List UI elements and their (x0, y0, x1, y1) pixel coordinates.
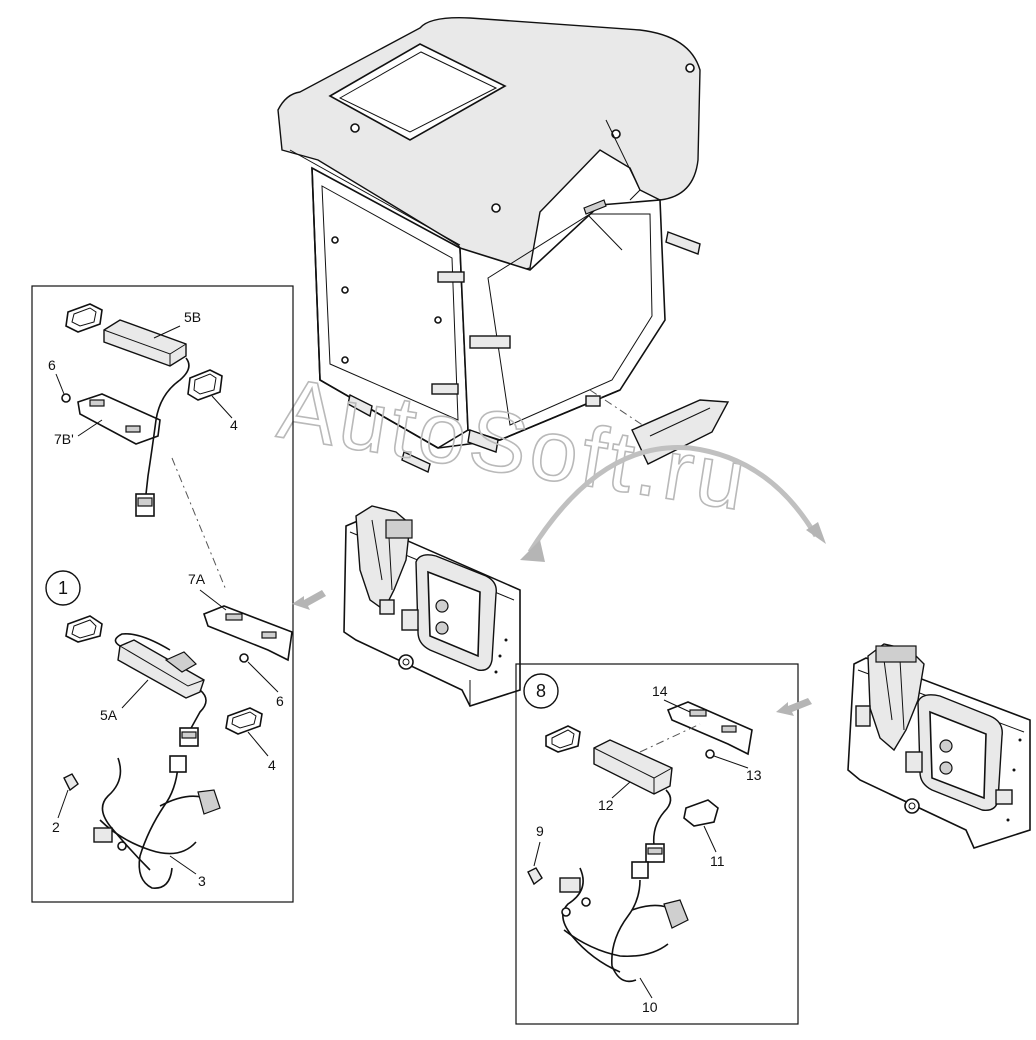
callout-12: 12 (598, 797, 614, 813)
right-panel-frame (515, 663, 799, 1025)
callout-5B: 5B (184, 309, 201, 325)
watermark-arc (527, 444, 819, 554)
callout-10: 10 (642, 999, 658, 1015)
left-panel-frame (31, 285, 294, 903)
arrow-to-right-panel (776, 698, 812, 716)
callout-6-top: 6 (48, 357, 56, 373)
callout-3: 3 (198, 873, 206, 889)
variant-circle-1-label: 1 (58, 578, 68, 598)
cab-illustration (277, 17, 730, 473)
center-control-board (343, 505, 521, 707)
callout-4-top: 4 (230, 417, 238, 433)
callout-9: 9 (536, 823, 544, 839)
variant-circle-8 (523, 673, 559, 709)
left-panel-callouts: 5B 6 7B' 4 7A 6 5A 4 2 3 (48, 309, 284, 889)
left-panel-parts: 1 (45, 303, 293, 889)
callout-13: 13 (746, 767, 762, 783)
callout-7B: 7B' (54, 431, 74, 447)
right-panel-parts: 8 (523, 673, 753, 983)
arrow-to-left-panel (292, 590, 326, 610)
callout-14: 14 (652, 683, 668, 699)
callout-6-mid: 6 (276, 693, 284, 709)
callout-2: 2 (52, 819, 60, 835)
variant-circle-1 (45, 570, 81, 606)
right-panel-callouts: 14 13 12 11 9 10 (533, 683, 762, 1015)
callout-4-mid: 4 (268, 757, 276, 773)
callout-5A: 5A (100, 707, 118, 723)
callout-7A: 7A (188, 571, 206, 587)
callout-11: 11 (710, 853, 725, 869)
variant-circle-8-label: 8 (536, 681, 546, 701)
right-control-board (847, 643, 1031, 849)
